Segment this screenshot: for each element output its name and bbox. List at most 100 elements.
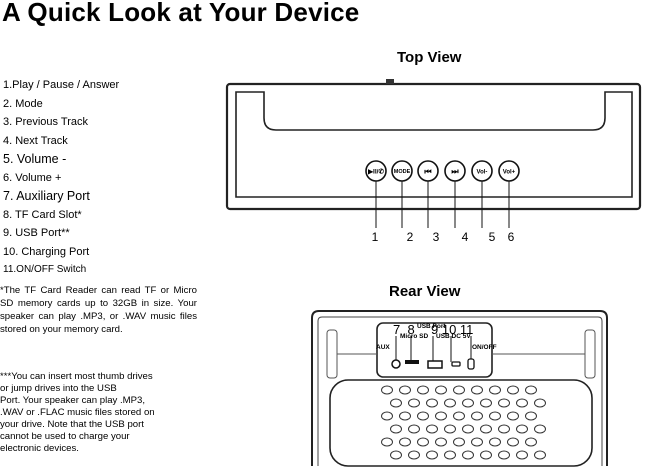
grille-hole bbox=[471, 411, 483, 421]
grille-hole bbox=[507, 411, 519, 421]
grille-hole bbox=[381, 385, 393, 395]
legend-item-next-track: 4. Next Track bbox=[3, 134, 68, 147]
usb-note-line: cannot be used to charge your bbox=[0, 431, 130, 442]
usb-note-line: .WAV or .FLAC music files stored on bbox=[0, 407, 155, 418]
grille-hole bbox=[480, 398, 492, 408]
legend-item-volume-up: 6. Volume + bbox=[3, 171, 62, 184]
usb-note-line: electronic devices. bbox=[0, 443, 79, 454]
legend-item-volume-down: 5. Volume - bbox=[3, 152, 67, 166]
play-pause-button: ▶II/✆ bbox=[365, 160, 387, 182]
grille-hole bbox=[444, 424, 456, 434]
top-view-outer-shell bbox=[225, 82, 642, 211]
grille-hole bbox=[408, 450, 420, 460]
legend-item-tf-card: 8. TF Card Slot* bbox=[3, 208, 82, 221]
callout-number: 4 bbox=[462, 230, 469, 244]
grille-hole bbox=[453, 437, 465, 447]
callout-number: 1 bbox=[372, 230, 379, 244]
top-view-cradle bbox=[235, 91, 633, 198]
volume-up-label: Vol+ bbox=[503, 170, 516, 176]
callout-number: 6 bbox=[508, 230, 515, 244]
legend-item-mode: 2. Mode bbox=[3, 97, 43, 110]
usb-note-line: Port. Your speaker can play .MP3, bbox=[0, 395, 146, 406]
next-track-button: ⏭ bbox=[444, 160, 466, 182]
grille-hole bbox=[525, 437, 537, 447]
grille-hole bbox=[480, 450, 492, 460]
callout-number: 5 bbox=[489, 230, 496, 244]
usb-note-line: or jump drives into the USB bbox=[0, 383, 117, 394]
grille-hole bbox=[417, 437, 429, 447]
grille-hole bbox=[417, 411, 429, 421]
play-pause-icon: ▶II/✆ bbox=[367, 168, 384, 176]
grille-hole bbox=[534, 424, 546, 434]
grille-hole bbox=[471, 385, 483, 395]
rear-view-title: Rear View bbox=[389, 283, 461, 300]
micro-sd-label: Micro SD bbox=[400, 333, 428, 340]
grille-hole bbox=[453, 385, 465, 395]
grille-hole bbox=[435, 437, 447, 447]
grille-hole bbox=[408, 424, 420, 434]
mode-label: MODE bbox=[394, 169, 411, 175]
volume-down-label: Vol- bbox=[477, 170, 488, 176]
tf-card-note: *The TF Card Reader can read TF or Micro… bbox=[0, 285, 197, 335]
legend-item-play-pause: 1.Play / Pause / Answer bbox=[3, 79, 120, 91]
grille-hole bbox=[525, 385, 537, 395]
grille-hole bbox=[426, 424, 438, 434]
grille-hole bbox=[498, 398, 510, 408]
grille-hole bbox=[426, 398, 438, 408]
rear-view-leader-lines bbox=[395, 336, 472, 362]
usb-note-line: your drive. Note that the USB port bbox=[0, 419, 144, 430]
grille-hole bbox=[444, 398, 456, 408]
grille-hole bbox=[435, 385, 447, 395]
rear-left-bump bbox=[326, 329, 338, 379]
top-view-title: Top View bbox=[397, 49, 462, 66]
top-view-leader-lines bbox=[375, 181, 510, 228]
previous-track-icon: ⏮ bbox=[424, 167, 431, 176]
grille-hole bbox=[453, 411, 465, 421]
grille-hole bbox=[489, 385, 501, 395]
grille-hole bbox=[399, 385, 411, 395]
grille-hole bbox=[462, 398, 474, 408]
aux-label: AUX bbox=[376, 344, 390, 351]
grille-hole bbox=[534, 398, 546, 408]
grille-hole bbox=[444, 450, 456, 460]
usb-dc-label: USB DC 5V bbox=[436, 333, 471, 340]
grille-hole bbox=[381, 411, 393, 421]
next-track-icon: ⏭ bbox=[451, 167, 459, 176]
grille-hole bbox=[417, 385, 429, 395]
top-view-notch bbox=[386, 79, 394, 84]
page-title: A Quick Look at Your Device bbox=[2, 0, 360, 27]
grille-hole bbox=[390, 450, 402, 460]
aux-port-icon bbox=[391, 359, 401, 369]
top-view-callout-numbers: 1 2 3 4 5 6 bbox=[372, 230, 515, 244]
grille-hole bbox=[471, 437, 483, 447]
usb-note-line: ***You can insert most thumb drives bbox=[0, 371, 153, 382]
grille-hole bbox=[489, 411, 501, 421]
legend-item-charging-port: 10. Charging Port bbox=[3, 245, 90, 258]
grille-hole bbox=[534, 450, 546, 460]
grille-hole bbox=[399, 411, 411, 421]
rear-view-inner-shell bbox=[317, 316, 603, 466]
on-off-label: ON/OFF bbox=[472, 344, 497, 351]
grille-hole bbox=[435, 411, 447, 421]
grille-hole bbox=[516, 450, 528, 460]
grille-hole bbox=[408, 398, 420, 408]
legend-item-on-off: 11.ON/OFF Switch bbox=[3, 264, 87, 275]
grille-hole bbox=[489, 437, 501, 447]
legend-list: 1.Play / Pause / Answer 2. Mode 3. Previ… bbox=[3, 76, 213, 280]
legend-item-aux-port: 7. Auxiliary Port bbox=[3, 189, 90, 203]
micro-sd-slot-icon bbox=[405, 360, 419, 364]
grille-hole bbox=[507, 437, 519, 447]
usb-port-label: USB Port bbox=[417, 323, 446, 330]
grille-hole bbox=[426, 450, 438, 460]
callout-number: 2 bbox=[407, 230, 414, 244]
usb-dc-port-icon bbox=[451, 361, 461, 367]
rear-right-bump bbox=[584, 329, 596, 379]
grille-hole bbox=[462, 424, 474, 434]
rear-callout-numbers-left: 7 8 bbox=[393, 322, 415, 337]
grille-hole bbox=[516, 398, 528, 408]
grille-hole bbox=[525, 411, 537, 421]
speaker-grille-holes bbox=[381, 385, 546, 460]
callout-number: 3 bbox=[433, 230, 440, 244]
